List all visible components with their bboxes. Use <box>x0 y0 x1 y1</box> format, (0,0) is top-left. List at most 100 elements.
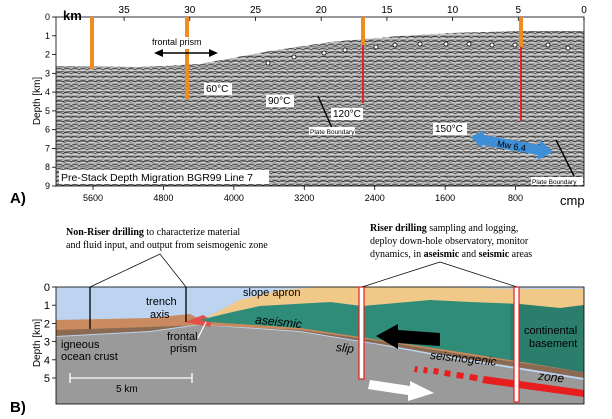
a-y-tick-label: 1 <box>45 31 50 41</box>
bottom-tick-label: 5600 <box>83 193 103 203</box>
drill-projection-a4 <box>520 47 522 121</box>
nonriser-text-line2: and fluid input, and output from seismog… <box>66 240 268 251</box>
slope-apron-label: slope apron <box>243 287 301 299</box>
trench-axis-label-2: axis <box>150 309 170 321</box>
panel-b-y-axis-label: Depth [km] <box>32 319 43 368</box>
bottom-tick-label: 4800 <box>153 193 173 203</box>
panel-b-label: B) <box>10 399 26 416</box>
panel-b-y-ticks: 0 1 2 3 4 5 <box>44 282 56 385</box>
panel-b-frame <box>55 286 585 405</box>
panel-a-y-ticks: 0 1 2 3 4 5 6 7 8 9 <box>45 12 56 191</box>
temp-150: 150°C <box>435 124 463 135</box>
seismogenic-zone-dashes <box>414 366 478 382</box>
zone-label: zone <box>536 369 565 386</box>
plate-boundary-label-1: Plate Boundary <box>310 129 355 136</box>
subduction-arrow <box>368 380 434 401</box>
top-tick-label: 25 <box>250 5 262 16</box>
seismogenic-zone-band <box>482 376 584 397</box>
slip-label: slip <box>335 340 355 356</box>
observation-points <box>265 41 571 66</box>
a-y-tick-label: 4 <box>45 87 50 97</box>
b-y-tick-label: 4 <box>44 355 50 367</box>
mw-rupture-arrow <box>471 130 553 160</box>
seismic-texture <box>56 31 584 186</box>
a-y-tick-label: 5 <box>45 106 50 116</box>
b-y-tick-label: 5 <box>44 373 50 385</box>
seismogenic-label: seismogenic <box>429 348 497 369</box>
b-y-tick-label: 2 <box>44 318 50 330</box>
drill-site-a4 <box>519 17 523 47</box>
b-y-tick-label: 3 <box>44 337 50 349</box>
a-y-tick-label: 0 <box>45 12 50 22</box>
drill-projection-a3 <box>362 45 364 103</box>
igneous-label-2: ocean crust <box>61 351 118 363</box>
scale-bar <box>69 373 193 383</box>
temp-120: 120°C <box>333 109 361 120</box>
frontal-prism-arrow <box>148 37 218 57</box>
bottom-tick-label: 2400 <box>365 193 385 203</box>
top-tick-label: 35 <box>119 5 131 16</box>
temp-90: 90°C <box>268 96 290 107</box>
top-tick-label: 30 <box>184 5 196 16</box>
scale-label: 5 km <box>116 384 138 395</box>
frontal-prism-label-b1: frontal <box>167 331 198 343</box>
top-tick-label: 10 <box>447 5 459 16</box>
drill-site-a3 <box>361 17 365 45</box>
igneous-label-1: igneous <box>61 339 100 351</box>
panel-b: 0 1 2 3 4 5 Depth [km] B) 5 km trench axis sl… <box>10 223 585 416</box>
top-tick-label: 5 <box>516 5 522 16</box>
bottom-tick-label: 1600 <box>435 193 455 203</box>
temp-60: 60°C <box>206 84 228 95</box>
b-y-tick-label: 1 <box>44 300 50 312</box>
a-y-tick-label: 8 <box>45 162 50 172</box>
continental-label-1: continental <box>524 325 577 337</box>
panel-a-label: A) <box>10 190 26 207</box>
a-y-tick-label: 3 <box>45 68 50 78</box>
section-caption: Pre-Stack Depth Migration BGR99 Line 7 <box>61 172 253 184</box>
top-tick-label: 0 <box>581 5 587 16</box>
riser-text-line3: dynamics, in aseismic and seismic areas <box>370 249 532 260</box>
forearc-basin <box>362 287 584 308</box>
top-axis-ticks: 35 30 25 20 15 10 5 0 <box>119 5 587 21</box>
top-tick-label: 15 <box>381 5 393 16</box>
bottom-tick-label: 800 <box>508 193 523 203</box>
aseismic-label: aseismic <box>255 312 303 331</box>
oceanic-basement <box>56 325 584 404</box>
slip-arrow <box>376 324 440 349</box>
drill-site-a2 <box>185 17 189 99</box>
continental-basement-shape <box>510 290 584 372</box>
frontal-prism-pointer <box>197 321 207 339</box>
drill-site-a1 <box>90 17 94 69</box>
bottom-tick-label: 3200 <box>294 193 314 203</box>
a-y-tick-label: 9 <box>45 181 50 191</box>
a-y-tick-label: 7 <box>45 143 50 153</box>
b-y-tick-label: 0 <box>44 282 50 294</box>
continental-label-2: basement <box>529 338 577 350</box>
panel-a-frame <box>55 16 585 187</box>
plate-boundary-leader-2 <box>555 139 575 177</box>
riser-hole-1 <box>358 286 365 380</box>
top-axis-unit: km <box>63 8 82 23</box>
trench-axis-label-1: trench <box>146 296 177 308</box>
riser-text-line2: deploy down-hole observatory, monitor <box>370 236 529 247</box>
bottom-tick-label: 4000 <box>224 193 244 203</box>
frontal-prism-label-b2: prism <box>170 343 197 355</box>
a-y-tick-label: 2 <box>45 50 50 60</box>
mw-label: Mw 6.4 <box>496 138 526 153</box>
plate-boundary-label-2: Plate Boundary <box>532 179 577 186</box>
incoming-sediment <box>56 314 584 372</box>
slope-apron-shape <box>205 287 362 318</box>
top-tick-label: 20 <box>316 5 328 16</box>
frontal-prism-label: frontal prism <box>152 37 202 47</box>
bottom-axis-ticks: 5600 4800 4000 3200 2400 1600 800 <box>83 186 523 203</box>
panel-a-y-axis-label: Depth [km] <box>32 77 43 126</box>
riser-text-line1: Riser drilling sampling and logging, <box>370 223 518 234</box>
nonriser-text-line1: Non-Riser drilling to characterize mater… <box>66 227 240 238</box>
callout-lines <box>89 253 518 288</box>
riser-hole-2 <box>513 286 520 403</box>
temperature-labels: 60°C 90°C 120°C 150°C <box>204 83 467 135</box>
a-y-tick-label: 6 <box>45 125 50 135</box>
plate-boundary-leader-1 <box>317 95 333 129</box>
